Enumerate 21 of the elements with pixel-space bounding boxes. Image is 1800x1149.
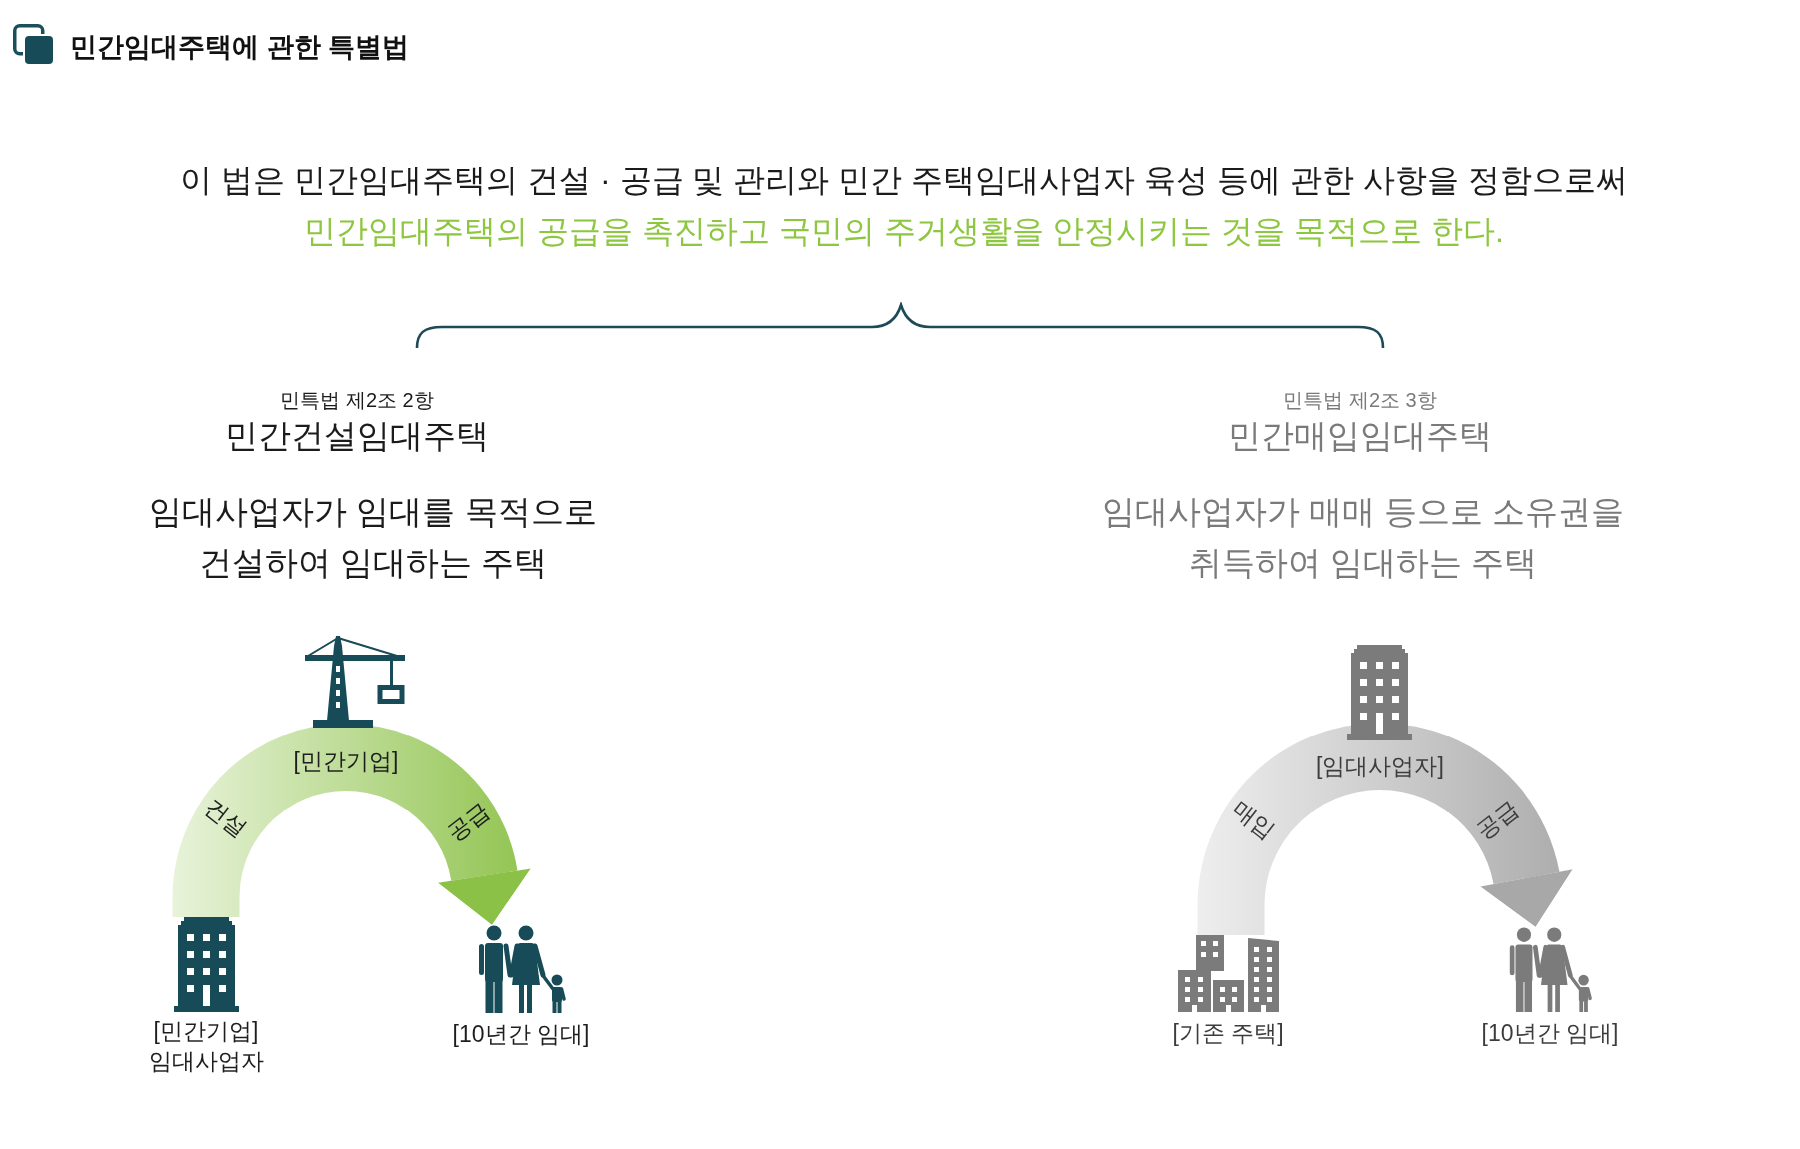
title: 민간임대주택에 관한 특별법 <box>70 32 409 62</box>
node-label: [기존 주택] <box>1172 1020 1284 1046</box>
curved-arrow <box>1448 735 1573 927</box>
article-reference: 민특법 제2조 2항 <box>280 389 434 411</box>
definition-text: 임대사업자가 임대를 목적으로 건설하여 임대하는 주택 <box>149 493 597 581</box>
article-reference: 민특법 제2조 3항 <box>1283 389 1437 411</box>
node-label: [민간기업] 임대사업자 <box>148 1018 264 1074</box>
edge-label: 공급 <box>1470 795 1524 845</box>
definition-text: 임대사업자가 매매 등으로 소유권을 취득하여 임대하는 주택 <box>1101 493 1625 581</box>
section-heading: 민간건설임대주택 <box>225 417 489 454</box>
curved-arrow <box>408 734 531 925</box>
section-heading: 민간매입임대주택 <box>1228 417 1492 454</box>
node-label: [10년간 임대] <box>452 1021 590 1047</box>
body-text: 이 법은 민간임대주택의 건설 · 공급 및 관리와 민간 주택임대사업자 육성 등에 관한 사항을 정함으로써 <box>180 162 1628 198</box>
node-label: [민간기업] <box>293 748 399 774</box>
node-label: [임대사업자] <box>1316 753 1444 779</box>
highlight-text: 민간임대주택의 공급을 촉진하고 국민의 주거생활을 안정시키는 것을 목적으로 한다. <box>304 213 1504 249</box>
node-label: [10년간 임대] <box>1481 1020 1619 1046</box>
edge-label: 건설 <box>199 793 253 843</box>
edge-label: 공급 <box>441 797 495 847</box>
edge-label: 매입 <box>1227 795 1281 845</box>
